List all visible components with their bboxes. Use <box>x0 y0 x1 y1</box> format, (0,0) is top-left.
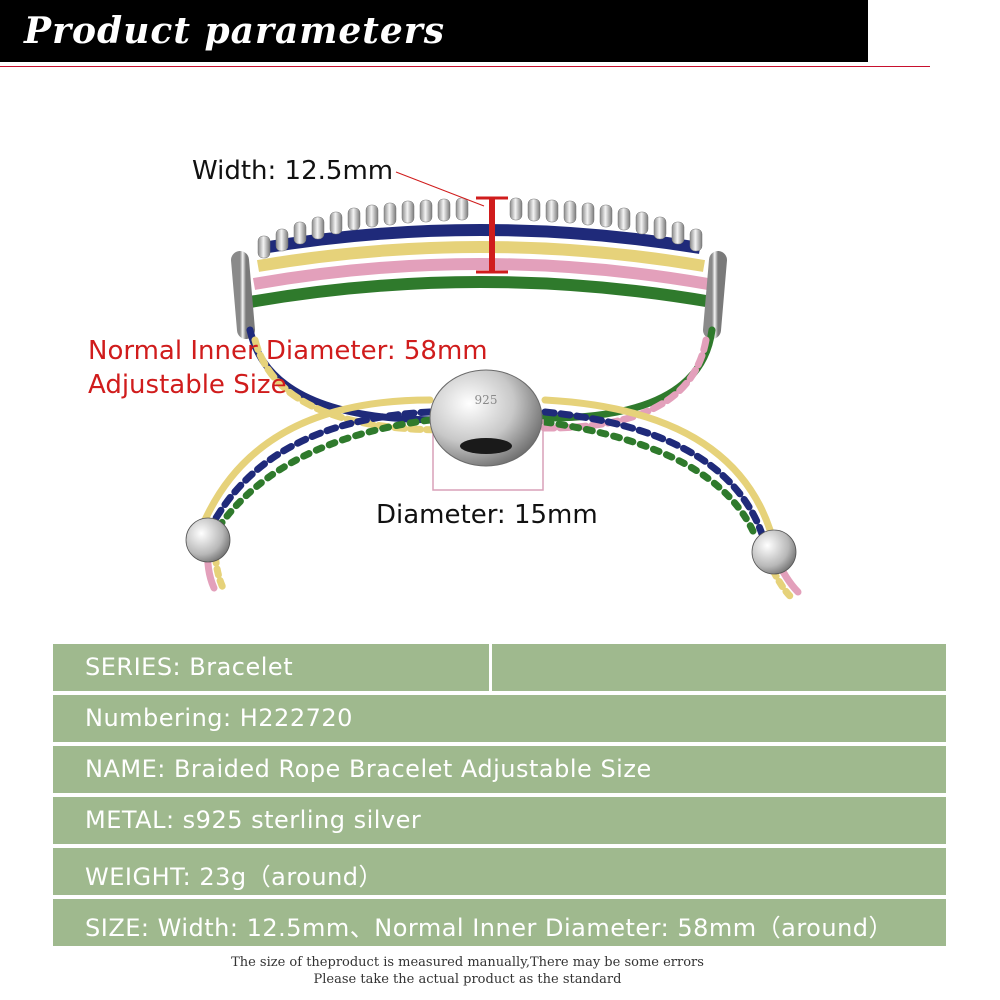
bracelet-image: 925 <box>185 171 802 600</box>
spec-series: SERIES: Bracelet <box>85 653 294 681</box>
spec-row-weight: WEIGHT: 23g（around） <box>53 848 946 895</box>
page-title: Product parameters <box>24 10 446 52</box>
header-banner: Product parameters <box>0 0 868 62</box>
spec-name: NAME: Braided Rope Bracelet Adjustable S… <box>85 755 652 783</box>
width-label: Width: 12.5mm <box>192 156 394 186</box>
spec-numbering: Numbering: H222720 <box>85 704 353 732</box>
inner-diameter-label: Normal Inner Diameter: 58mm Adjustable S… <box>88 334 488 402</box>
spec-metal: METAL: s925 sterling silver <box>85 806 422 834</box>
bead-diameter-label: Diameter: 15mm <box>376 500 598 530</box>
spec-row-series: SERIES: Bracelet <box>53 644 946 691</box>
spec-weight: WEIGHT: 23g（around） <box>85 863 384 891</box>
spec-table: SERIES: Bracelet Numbering: H222720 NAME… <box>53 644 946 950</box>
bead-stamp: 925 <box>475 393 498 407</box>
footnote-line-1: The size of theproduct is measured manua… <box>231 955 704 970</box>
width-marker <box>395 171 508 274</box>
silver-caps-row <box>257 197 703 259</box>
spec-size: SIZE: Width: 12.5mm、Normal Inner Diamete… <box>85 914 894 942</box>
silver-bead: 925 <box>429 369 543 467</box>
cord-end-beads <box>185 517 797 575</box>
header-divider <box>0 66 930 67</box>
spec-row-numbering: Numbering: H222720 <box>53 695 946 742</box>
adjustable-size-text: Adjustable Size <box>88 370 287 400</box>
inner-diameter-text: Normal Inner Diameter: 58mm <box>88 336 488 366</box>
spec-row-metal: METAL: s925 sterling silver <box>53 797 946 844</box>
row-divider <box>489 644 492 691</box>
bracelet-band <box>231 224 727 339</box>
footnote-line-2: Please take the actual product as the st… <box>313 972 622 987</box>
braided-cords <box>201 326 802 600</box>
spec-row-size: SIZE: Width: 12.5mm、Normal Inner Diamete… <box>53 899 946 946</box>
spec-row-name: NAME: Braided Rope Bracelet Adjustable S… <box>53 746 946 793</box>
